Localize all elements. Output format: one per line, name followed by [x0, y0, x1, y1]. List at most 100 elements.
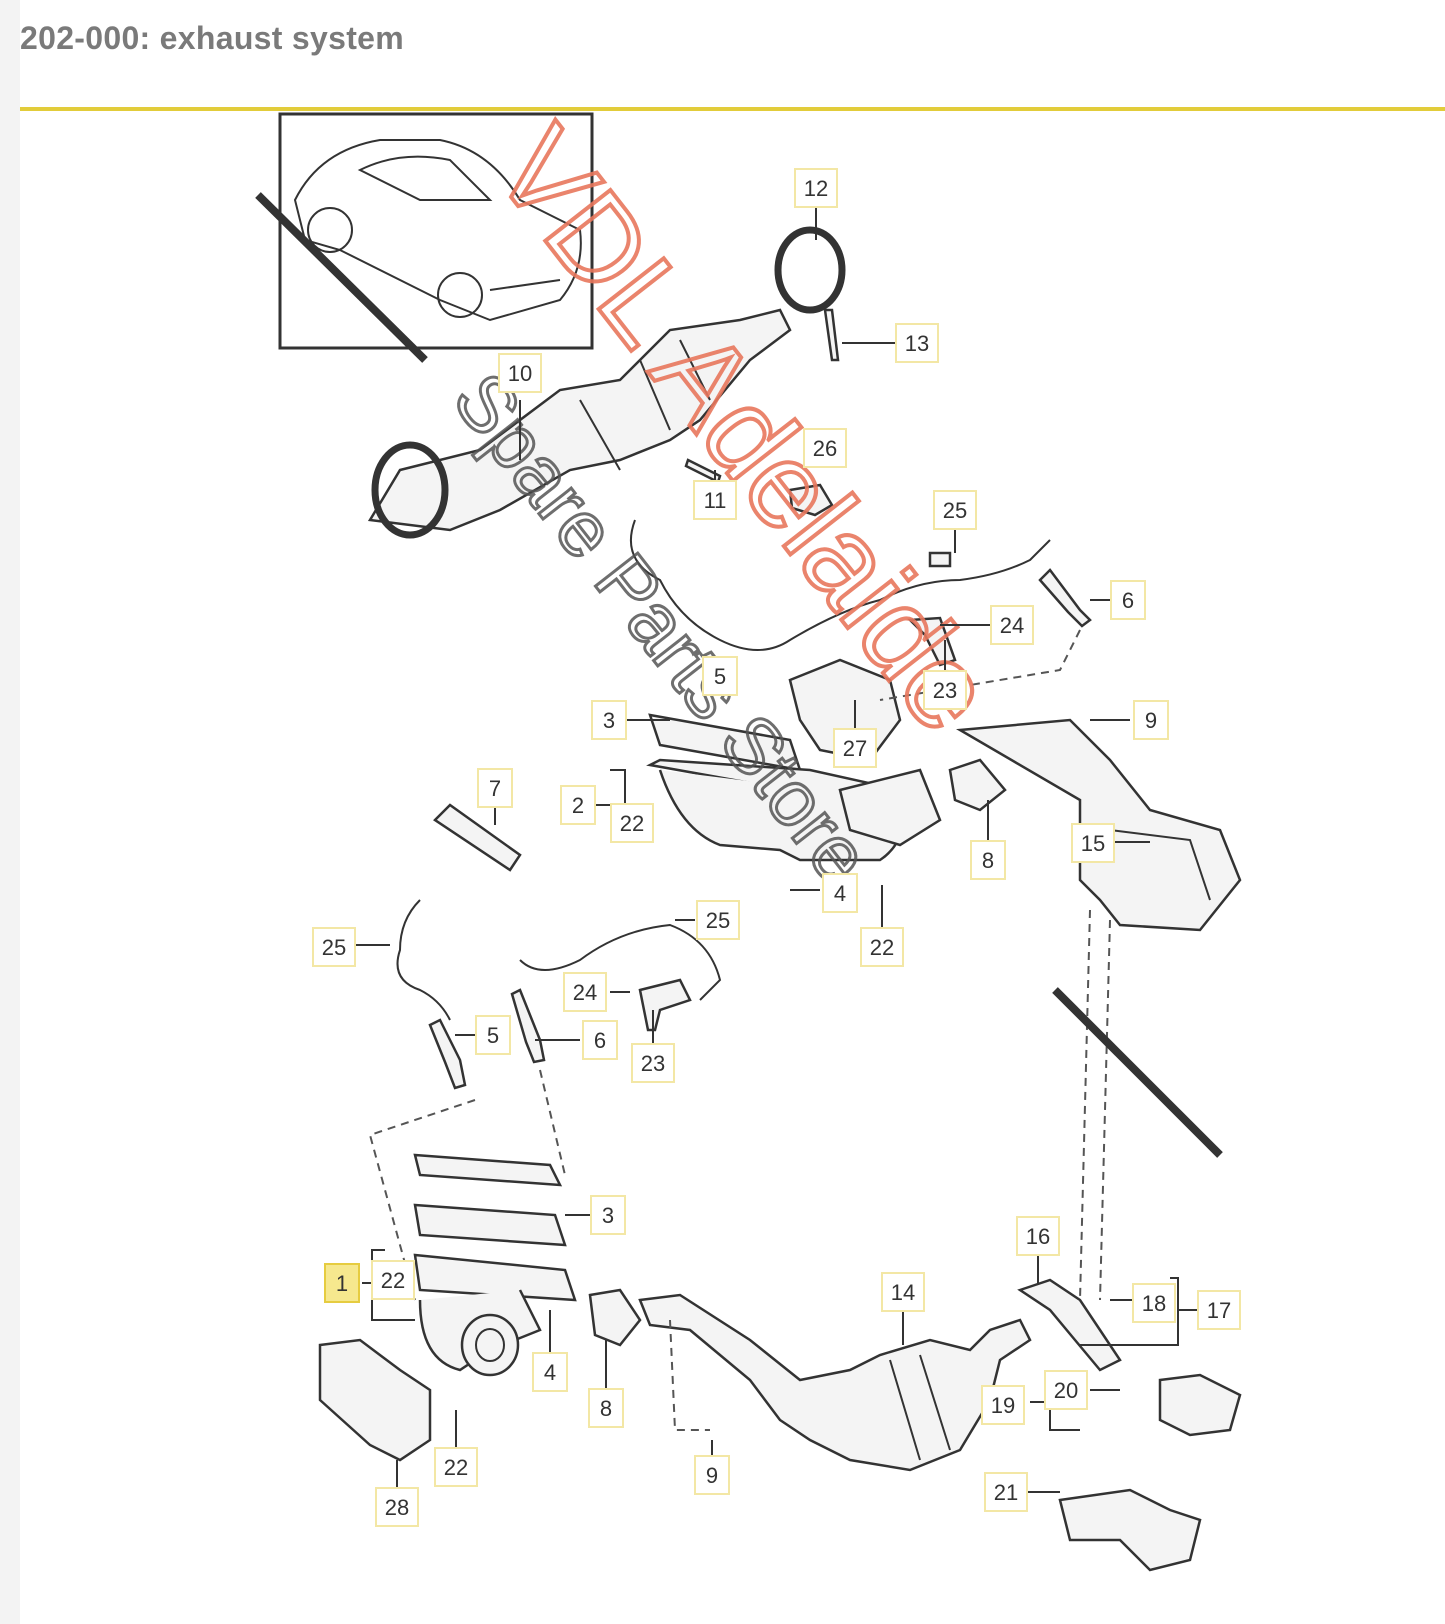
callout-3[interactable]: 3 — [591, 700, 627, 740]
callout-22[interactable]: 22 — [434, 1447, 478, 1487]
callout-number: 24 — [573, 980, 597, 1005]
callout-5[interactable]: 5 — [475, 1015, 511, 1055]
dashed-link-6 — [879, 629, 1081, 701]
callout-9[interactable]: 9 — [694, 1455, 730, 1495]
callout-number: 26 — [813, 436, 837, 461]
callout-22[interactable]: 22 — [860, 927, 904, 967]
callout-box — [1132, 1283, 1176, 1323]
callout-box — [631, 1043, 675, 1083]
callout-19[interactable]: 19 — [981, 1385, 1025, 1425]
callout-10[interactable]: 10 — [498, 353, 542, 393]
callout-6[interactable]: 6 — [582, 1020, 618, 1060]
callout-box — [1071, 823, 1115, 863]
callout-number: 7 — [489, 776, 501, 801]
callout-15[interactable]: 15 — [1071, 823, 1115, 863]
callout-box — [582, 1020, 618, 1060]
callout-25[interactable]: 25 — [312, 927, 356, 967]
callout-number: 1 — [336, 1271, 348, 1296]
callout-number: 28 — [385, 1495, 409, 1520]
callout-16[interactable]: 16 — [1016, 1216, 1060, 1256]
callout-box — [588, 1388, 624, 1428]
callout-number: 3 — [603, 708, 615, 733]
callout-9[interactable]: 9 — [1133, 700, 1169, 740]
callout-box — [860, 927, 904, 967]
callout-26[interactable]: 26 — [803, 428, 847, 468]
callout-22[interactable]: 22 — [610, 803, 654, 843]
upper-sensor-6 — [1038, 568, 1092, 628]
callout-number: 8 — [982, 848, 994, 873]
bracket-23-lower — [638, 978, 692, 1032]
callout-number: 25 — [943, 498, 967, 523]
callout-3[interactable]: 3 — [590, 1195, 626, 1235]
callout-20[interactable]: 20 — [1044, 1370, 1088, 1410]
callout-box — [610, 803, 654, 843]
right-sensor-wire — [519, 923, 722, 1001]
callout-number: 22 — [870, 935, 894, 960]
callout-number: 8 — [600, 1396, 612, 1421]
callout-box — [591, 700, 627, 740]
callout-22[interactable]: 22 — [371, 1260, 415, 1300]
callout-box — [833, 728, 877, 768]
callout-box — [694, 1455, 730, 1495]
callout-4[interactable]: 4 — [822, 873, 858, 913]
callout-box — [895, 323, 939, 363]
callout-box — [923, 670, 967, 710]
callout-4[interactable]: 4 — [532, 1352, 568, 1392]
callout-box — [371, 1260, 415, 1300]
callout-14[interactable]: 14 — [881, 1272, 925, 1312]
callout-box — [498, 353, 542, 393]
callout-24[interactable]: 24 — [563, 972, 607, 1012]
callout-box — [1044, 1370, 1088, 1410]
callout-13[interactable]: 13 — [895, 323, 939, 363]
dashed-link-1 — [368, 1099, 476, 1301]
callout-2[interactable]: 2 — [560, 785, 596, 825]
gasket-8-lower — [588, 1288, 642, 1347]
callout-27[interactable]: 27 — [833, 728, 877, 768]
upper-manifold — [646, 713, 942, 862]
callout-box — [984, 1472, 1028, 1512]
dashed-link-2 — [539, 1069, 566, 1176]
callout-number: 22 — [620, 811, 644, 836]
callout-number: 9 — [1145, 708, 1157, 733]
tailpipe-20 — [1158, 1373, 1242, 1437]
callout-21[interactable]: 21 — [984, 1472, 1028, 1512]
callout-23[interactable]: 23 — [923, 670, 967, 710]
callout-1[interactable]: 1 — [324, 1263, 360, 1303]
exhaust-diagram: VDL Adelaide Spare Parts Store — [255, 102, 1242, 1572]
clamp-part — [774, 226, 846, 362]
callout-6[interactable]: 6 — [1110, 580, 1146, 620]
callout-box — [477, 768, 513, 808]
paste-tube — [433, 803, 522, 872]
callout-box — [881, 1272, 925, 1312]
bracket-23 — [907, 616, 957, 667]
callout-box — [434, 1447, 478, 1487]
callout-23[interactable]: 23 — [631, 1043, 675, 1083]
sensor-part — [788, 483, 834, 517]
callout-5[interactable]: 5 — [702, 656, 738, 696]
callout-number: 23 — [933, 678, 957, 703]
callout-number: 9 — [706, 1463, 718, 1488]
callout-7[interactable]: 7 — [477, 768, 513, 808]
callout-11[interactable]: 11 — [693, 480, 737, 520]
callout-box — [324, 1263, 360, 1303]
callout-25[interactable]: 25 — [696, 900, 740, 940]
callout-18[interactable]: 18 — [1132, 1283, 1176, 1323]
callout-17[interactable]: 17 — [1197, 1290, 1241, 1330]
callout-28[interactable]: 28 — [375, 1487, 419, 1527]
callout-12[interactable]: 12 — [794, 168, 838, 208]
callout-25[interactable]: 25 — [933, 490, 977, 530]
callout-number: 24 — [1000, 613, 1024, 638]
callout-8[interactable]: 8 — [588, 1388, 624, 1428]
center-catalyst — [638, 1293, 1032, 1472]
callout-8[interactable]: 8 — [970, 840, 1006, 880]
callout-box — [970, 840, 1006, 880]
clip-25 — [928, 551, 952, 568]
callout-24[interactable]: 24 — [990, 605, 1034, 645]
callout-number: 22 — [381, 1268, 405, 1293]
callout-box — [702, 656, 738, 696]
callout-box — [822, 873, 858, 913]
callout-number: 27 — [843, 736, 867, 761]
callout-number: 4 — [834, 881, 846, 906]
callout-box — [560, 785, 596, 825]
